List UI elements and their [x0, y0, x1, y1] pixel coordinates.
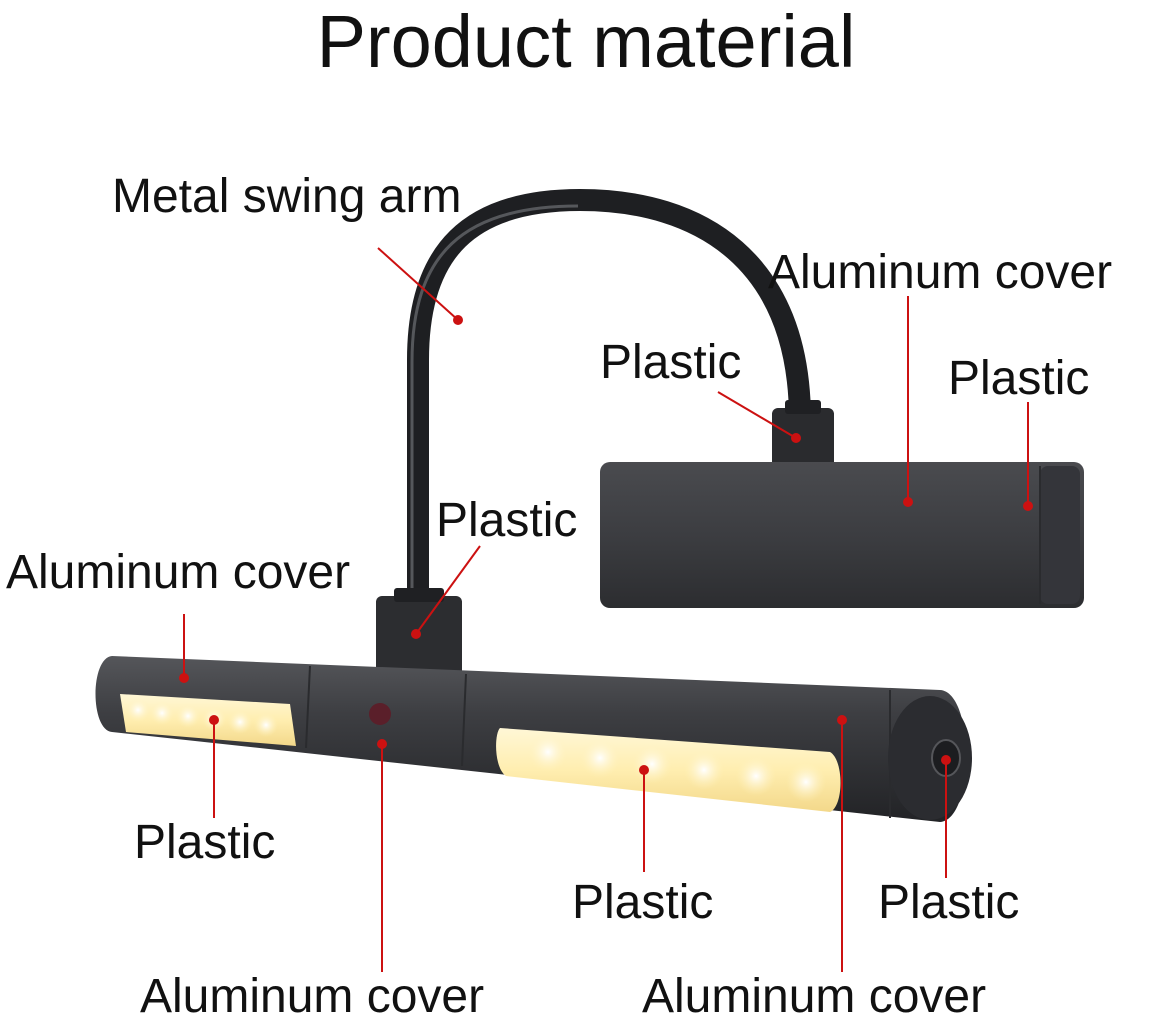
label-metal-swing-arm: Metal swing arm [112, 170, 462, 223]
label-plastic-led-right: Plastic [572, 876, 714, 929]
label-plastic-switch: Plastic [878, 876, 1020, 929]
swing-arm [407, 188, 811, 611]
sensor [369, 703, 391, 725]
label-aluminum-cover-bottom-middle: Aluminum cover [140, 970, 485, 1023]
label-plastic-joint-bottom: Plastic [436, 494, 578, 547]
rect-housing [600, 462, 1084, 608]
end-cap [888, 696, 972, 820]
label-aluminum-cover-left: Aluminum cover [6, 546, 351, 599]
label-plastic-box-end: Plastic [948, 352, 1090, 405]
bottom-joint [376, 596, 462, 686]
label-aluminum-cover-bottom-right: Aluminum cover [642, 970, 987, 1023]
label-aluminum-cover-top-right: Aluminum cover [768, 246, 1113, 299]
label-plastic-joint-top: Plastic [600, 336, 742, 389]
leader-lines [183, 247, 1029, 972]
top-joint [772, 408, 834, 468]
led-dots-left [126, 698, 278, 737]
diagram-title: Product material [316, 0, 856, 83]
label-plastic-led-left: Plastic [134, 816, 276, 869]
leader-dots [179, 315, 1033, 775]
